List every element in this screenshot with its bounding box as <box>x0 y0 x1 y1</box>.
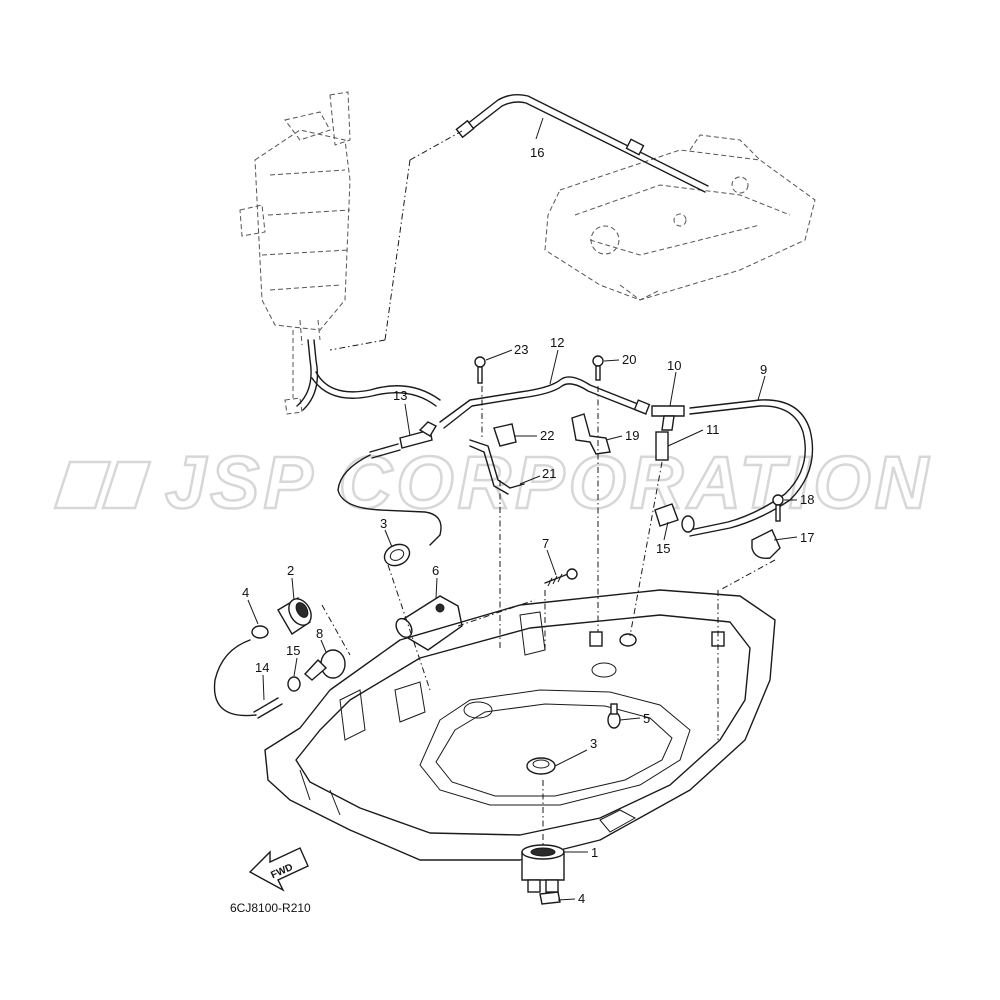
callout-16: 16 <box>530 145 544 160</box>
callout-2: 2 <box>287 563 294 578</box>
vapor-separator-assembly <box>239 91 351 415</box>
part-17-clamp <box>751 529 781 559</box>
callout-4-left: 4 <box>242 585 249 600</box>
callout-13: 13 <box>393 388 407 403</box>
part-15-clip-left <box>287 676 301 692</box>
part-4-clip-lower <box>539 891 561 905</box>
callout-10: 10 <box>667 358 681 373</box>
callout-12: 12 <box>550 335 564 350</box>
part-9-hose <box>689 399 814 537</box>
callout-8: 8 <box>316 626 323 641</box>
part-18-bolt <box>772 494 784 522</box>
part-23-bolt <box>474 356 486 384</box>
bottom-cowling <box>264 589 776 861</box>
callout-7: 7 <box>542 536 549 551</box>
callout-5: 5 <box>643 711 650 726</box>
callout-23: 23 <box>514 342 528 357</box>
callout-17: 17 <box>800 530 814 545</box>
callout-20: 20 <box>622 352 636 367</box>
callout-6: 6 <box>432 563 439 578</box>
callout-3-lower: 3 <box>590 736 597 751</box>
part-2-fitting <box>277 597 312 635</box>
part-22-clamp <box>493 423 517 447</box>
callout-22: 22 <box>540 428 554 443</box>
upper-casing-ghost <box>544 134 816 301</box>
part-7-screw <box>544 568 578 587</box>
part-12-hose <box>439 376 651 429</box>
part-20-bolt <box>592 355 604 381</box>
part-1-fitting <box>521 844 565 893</box>
callout-15-right: 15 <box>656 541 670 556</box>
part-11-hose <box>655 431 669 461</box>
part-5-drain-plug <box>607 703 621 729</box>
watermark-logo: JSP CORPORATION <box>53 440 932 525</box>
callout-18: 18 <box>800 492 814 507</box>
part-15-clip-right <box>654 503 695 533</box>
callout-leaders <box>247 117 798 901</box>
part-8-fitting <box>303 649 346 681</box>
part-14-hose <box>213 639 283 719</box>
part-16-hose <box>455 93 709 193</box>
callout-21: 21 <box>542 466 556 481</box>
callout-labels: 1 2 3 3 4 4 5 6 7 8 9 10 11 12 13 14 15 … <box>242 145 814 906</box>
callout-11: 11 <box>706 422 720 437</box>
callout-14: 14 <box>255 660 269 675</box>
part-21-bracket <box>469 439 525 495</box>
callout-19: 19 <box>625 428 639 443</box>
callout-9: 9 <box>760 362 767 377</box>
part-3-grommet-lower <box>526 757 556 775</box>
callout-4-lower: 4 <box>578 891 585 906</box>
part-3-grommet-upper <box>383 543 411 567</box>
part-6-grommet <box>395 595 463 651</box>
callout-15-left: 15 <box>286 643 300 658</box>
callout-1: 1 <box>591 845 598 860</box>
part-13-t-connector <box>337 421 442 546</box>
part-10-t-joint <box>651 405 685 431</box>
part-4-clip-left <box>251 625 269 639</box>
watermark-text: JSP CORPORATION <box>165 441 932 524</box>
diagram-code: 6CJ8100-R210 <box>230 901 311 915</box>
fwd-arrow-icon: FWD <box>248 847 309 892</box>
part-19-bracket <box>571 413 611 455</box>
callout-3-upper: 3 <box>380 516 387 531</box>
